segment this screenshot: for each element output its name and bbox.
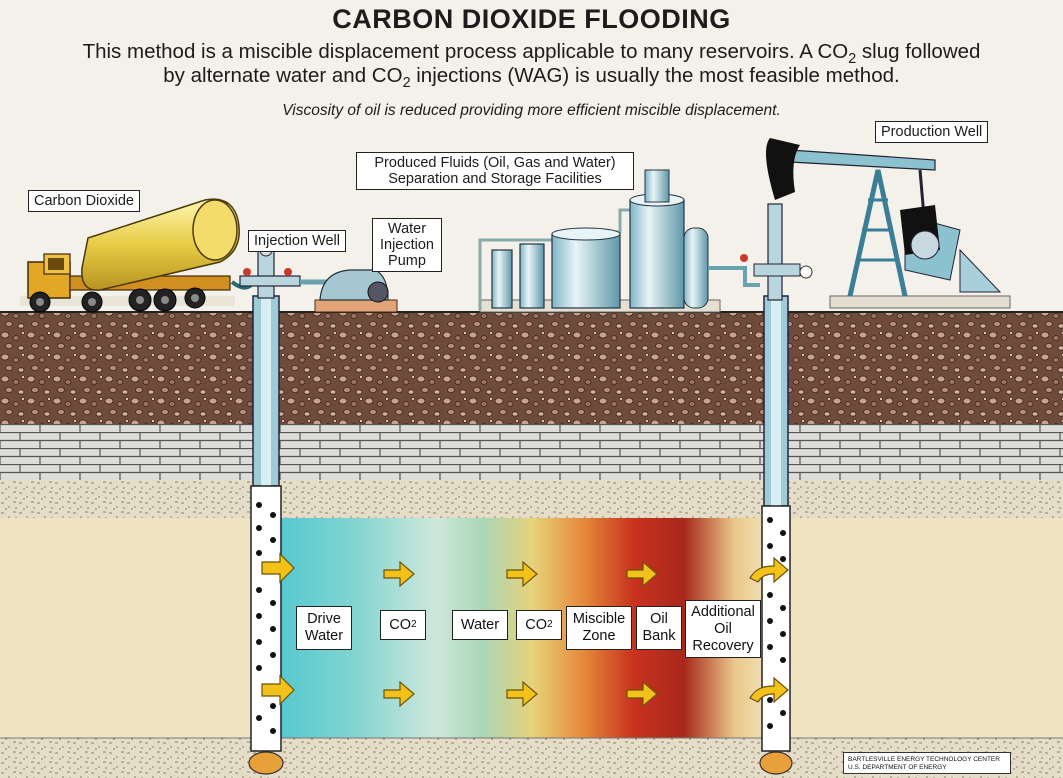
label-carbon-dioxide: Carbon Dioxide [28, 190, 140, 212]
flow-arrows [261, 552, 789, 708]
subtitle-text: slug followed [856, 40, 981, 63]
zone-water: Water [452, 610, 508, 640]
zone-text: CO [525, 616, 548, 633]
production-wellhead [753, 203, 813, 301]
label-production-well: Production Well [875, 121, 989, 143]
label-line: Pump [388, 253, 426, 269]
water-pump [314, 269, 398, 313]
zone-oil-bank: Oil Bank [636, 606, 682, 650]
zone-line: Water [304, 628, 344, 644]
subtitle: This method is a miscible displacement p… [20, 40, 1043, 92]
zone-drive-water: Drive Water [296, 606, 352, 650]
shale-layer [0, 480, 1063, 518]
gravel-layer [0, 312, 1063, 424]
zone-line: Recovery [692, 637, 754, 654]
credit-box: BARTLESVILLE ENERGY TECHNOLOGY CENTER U.… [843, 752, 1011, 774]
subtitle-text: This method is a miscible displacement p… [82, 40, 849, 63]
label-line: Water [387, 221, 427, 237]
zone-line: Miscible [572, 611, 626, 627]
zone-line: Drive [307, 611, 341, 627]
label-line: Injection [379, 237, 434, 253]
viscosity-note: Viscosity of oil is reduced providing mo… [282, 102, 781, 119]
subtitle-text: by alternate water and CO [163, 64, 403, 87]
zone-line: Oil [650, 611, 668, 627]
label-water-injection-pump: Water Injection Pump [372, 218, 442, 272]
co2-truck [20, 198, 254, 313]
injection-wellhead [239, 243, 330, 299]
production-wellbore [759, 295, 793, 775]
injection-wellbore [248, 295, 284, 775]
subtitle-text: injections (WAG) is usually the most fea… [410, 64, 900, 87]
label-line: Produced Fluids (Oil, Gas and Water) [374, 155, 616, 171]
zone-text: CO [389, 616, 412, 633]
zone-additional-recovery: Additional Oil Recovery [685, 600, 761, 658]
pump-jack [766, 138, 1011, 309]
page-title: CARBON DIOXIDE FLOODING [332, 4, 731, 34]
subscript: 2 [402, 75, 411, 92]
limestone-layer [0, 424, 1063, 480]
zone-line: Oil [714, 620, 732, 637]
storage-facilities [478, 169, 760, 313]
zone-miscible: Miscible Zone [566, 606, 632, 650]
label-injection-well: Injection Well [248, 230, 346, 252]
credit-line: U.S. DEPARTMENT OF ENERGY [848, 764, 947, 771]
credit-line: BARTLESVILLE ENERGY TECHNOLOGY CENTER [848, 756, 1000, 763]
label-produced-fluids: Produced Fluids (Oil, Gas and Water) Sep… [356, 152, 634, 190]
zone-line: Additional [691, 603, 755, 620]
zone-line: Zone [582, 628, 616, 644]
subscript: 2 [848, 51, 857, 68]
label-line: Separation and Storage Facilities [388, 171, 602, 187]
zone-line: Bank [642, 628, 676, 644]
